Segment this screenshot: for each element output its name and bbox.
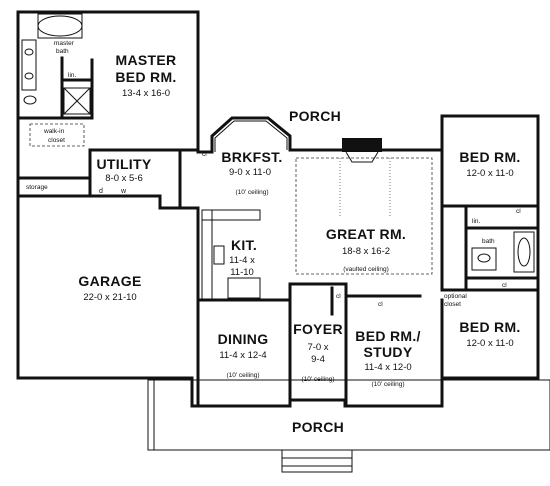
dryer-label: d — [99, 188, 103, 195]
brkfst-name: BRKFST. — [221, 149, 282, 165]
optional-closet-label-2: closet — [444, 301, 461, 308]
study-ceiling: (10' ceiling) — [371, 381, 404, 388]
brkfst-dim: 9-0 x 11-0 — [229, 167, 271, 178]
bath-label: bath — [482, 238, 495, 245]
bed-lower-name: BED RM. — [459, 319, 520, 335]
kit-dim-2: 11-10 — [230, 267, 254, 278]
master-bath-label-2: bath — [56, 48, 69, 55]
linen-master-label: lin. — [68, 72, 77, 79]
utility-dim: 8-0 x 5-6 — [105, 173, 143, 184]
brkfst-closet-label: cl — [202, 151, 207, 158]
porch-bottom-label: PORCH — [292, 419, 344, 435]
foyer-dim-1: 7-0 x — [307, 342, 328, 353]
dining-ceiling: (10' ceiling) — [226, 372, 259, 379]
foyer-closet-label: cl — [336, 293, 341, 300]
garage-name: GARAGE — [78, 273, 141, 289]
porch-top-label: PORCH — [289, 108, 341, 124]
foyer-name: FOYER — [293, 321, 343, 337]
utility-name: UTILITY — [97, 156, 152, 172]
dining-name: DINING — [218, 331, 269, 347]
storage-label: storage — [26, 184, 48, 191]
optional-closet-label: optional — [444, 293, 467, 300]
toilet-bath — [477, 253, 491, 263]
foyer-dim-2: 9-4 — [311, 354, 325, 365]
foyer-ceiling: (10' ceiling) — [301, 376, 334, 383]
kit-name: KIT. — [231, 237, 257, 253]
master-bath-label: master — [54, 40, 75, 47]
bed-upper-name: BED RM. — [459, 149, 520, 165]
fixtures — [21, 13, 535, 273]
washer-label: w — [120, 188, 127, 195]
study-name-2: STUDY — [364, 344, 413, 360]
bathtub-master — [37, 15, 83, 37]
master-room-dim: 13-4 x 16-0 — [122, 88, 170, 99]
walkin-closet-label: walk-in — [43, 128, 65, 135]
study-dim: 11-4 x 12-0 — [364, 362, 411, 373]
study-closet-label: cl — [378, 301, 383, 308]
bath-closet-lower-label: cl — [502, 282, 507, 289]
bed-lower-dim: 12-0 x 11-0 — [466, 338, 513, 349]
tub-bath — [513, 231, 535, 273]
walkin-closet-label-2: closet — [48, 137, 65, 144]
fireplace — [342, 138, 382, 152]
great-room-name: GREAT RM. — [326, 226, 406, 242]
breakfast-bay — [210, 116, 292, 154]
bed-upper-dim: 12-0 x 11-0 — [466, 168, 513, 179]
study-name: BED RM./ — [355, 328, 420, 344]
brkfst-ceiling: (10' ceiling) — [235, 189, 268, 196]
shower-master — [63, 87, 91, 115]
bath-closet-upper-label: cl — [516, 208, 521, 215]
exterior-walls — [16, 10, 540, 408]
interior-walls — [16, 56, 540, 408]
great-room-ceiling: (vaulted ceiling) — [343, 266, 389, 273]
kit-dim-1: 11-4 x — [229, 255, 255, 266]
porch-structure — [147, 379, 550, 473]
bath-lin-label: lin. — [472, 218, 481, 225]
dining-dim: 11-4 x 12-4 — [219, 350, 266, 361]
great-room-dim: 18-8 x 16-2 — [342, 246, 390, 257]
master-room-name-2: BED RM. — [115, 69, 176, 85]
toilet-master — [23, 95, 37, 105]
porch-steps — [281, 449, 353, 473]
master-room-name: MASTER — [116, 52, 177, 68]
garage-dim: 22-0 x 21-10 — [83, 292, 136, 303]
